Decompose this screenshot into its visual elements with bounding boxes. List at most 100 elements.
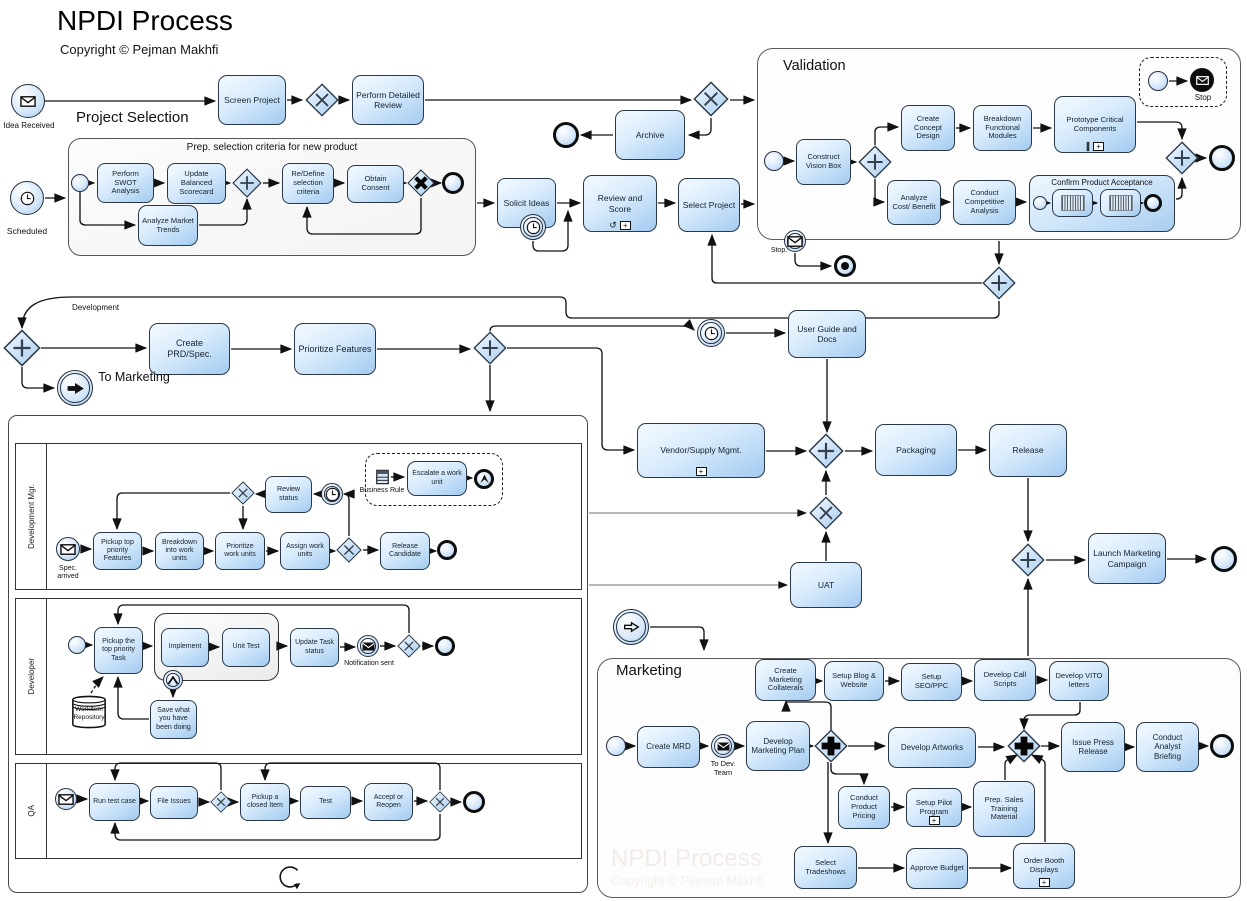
task-prioritize-work-units-label: Prioritize work units (224, 542, 256, 558)
task-packaging: Packaging (875, 424, 957, 476)
task-user-guide-and-docs: User Guide and Docs (788, 310, 866, 358)
task-uat: UAT (790, 562, 862, 608)
business-rule-icon (376, 469, 389, 485)
task-review-and-score: Review and Score↺+ (583, 175, 657, 232)
event-prep-start (71, 174, 89, 192)
task-create-prd-spec-label: Create PRD/Spec. (167, 338, 212, 359)
label-prep-title-text: Prep. selection criteria for new product (186, 142, 358, 153)
task-breakdown-functional-modules-label: Breakdown Functional Modules (983, 113, 1022, 141)
task-assign-work-units: Assign work units (280, 532, 330, 570)
label-stop-boundary-text: Stop. (770, 247, 788, 254)
task-prototype-critical-components: Prototype Critical Components∥+ (1054, 96, 1136, 153)
task-confirm-step-1-hatch-pattern (1060, 195, 1085, 211)
clock-icon (704, 326, 719, 341)
esc-icon (479, 474, 490, 484)
task-prototype-critical-components-markers: ∥+ (1055, 142, 1135, 151)
task-update-balanced-scorecard: Update Balanced Scorecard (167, 163, 226, 204)
gateway-development-right (473, 331, 507, 365)
task-analyze-cost-benefit: Analyze Cost/ Benefit (887, 180, 941, 225)
task-create-marketing-collaterals-label: Create Marketing Collaterals (767, 665, 804, 693)
task-packaging-label: Packaging (896, 444, 936, 455)
label-project-selection-text: Project Selection (76, 109, 189, 126)
task-perform-detailed-review: Perform Detailed Review (352, 75, 424, 125)
task-run-test-case: Run test case (89, 783, 140, 821)
event-stop-dash-start (1148, 71, 1168, 91)
task-screen-project-label: Screen Project (224, 94, 280, 105)
task-pickup-a-closed-item: Pickup a closed Item (240, 783, 290, 821)
event-archive-end (553, 122, 579, 148)
task-conduct-competitive-analysis: Conduct Competitive Analysis (953, 180, 1016, 225)
task-setup-pilot-program-label: Setup Pilot Program (915, 797, 953, 816)
task-confirm-step-1 (1052, 189, 1093, 217)
task-create-concept-design: Create Concept Design (901, 105, 955, 151)
msgdark-icon (361, 642, 375, 651)
task-escalate-a-work-unit: Escalate a work unit (407, 461, 467, 496)
gateway-packaging-join (808, 433, 844, 469)
task-pickup-top-priority-features: Pickup top priority Features (93, 532, 142, 570)
task-prep-sales-training-material: Prep. Sales Training Material (973, 781, 1035, 837)
msgdark-icon (716, 742, 730, 751)
task-review-status: Review status (265, 476, 312, 513)
msgw-icon (1195, 75, 1209, 85)
task-prep-sales-training-material-label: Prep. Sales Training Material (984, 794, 1024, 822)
event-to-dev-team-message (711, 734, 735, 758)
task-develop-vito-letters-label: Develop VITO letters (1055, 671, 1103, 689)
task-assign-work-units-label: Assign work units (286, 542, 324, 558)
label-stop-dash: Stop (1188, 93, 1218, 103)
task-launch-marketing-campaign: Launch Marketing Campaign (1088, 533, 1166, 584)
label-spec-arrived: Spec. arrived (48, 565, 88, 582)
subprocess-plus-icon: + (1093, 142, 1105, 151)
gateway-marketing-split (814, 729, 848, 763)
event-developer-start (68, 636, 86, 654)
escalation-dashed-box (365, 453, 503, 506)
task-prioritize-features-label: Prioritize Features (298, 343, 372, 354)
linkfill-icon (66, 382, 85, 395)
task-perform-swot: Perform SWOT Analysis (97, 163, 154, 203)
gateway-uat-merge (809, 496, 843, 530)
label-development-text: Development (72, 303, 120, 312)
task-setup-seo-ppc: Setup SEO/PPC (901, 663, 962, 701)
task-setup-seo-ppc-label: Setup SEO/PPC (914, 672, 949, 690)
label-development: Development (72, 303, 152, 313)
gateway-lane1-review (231, 481, 255, 505)
msg-icon (787, 235, 803, 247)
business-rule-event (376, 469, 389, 490)
task-order-booth-displays-markers: + (1014, 878, 1074, 887)
task-perform-swot-label: Perform SWOT Analysis (111, 168, 140, 196)
subprocess-plus-icon: + (695, 467, 707, 476)
task-pickup-the-top-priority-task: Pickup the top priority Task (94, 627, 143, 674)
task-obtain-consent-label: Obtain Consent (361, 174, 390, 192)
task-issue-press-release-label: Issue Press Release (1072, 737, 1114, 756)
task-file-issues-label: File Issues (157, 798, 191, 806)
task-approve-budget: Approve Budget (906, 848, 968, 889)
task-prioritize-work-units: Prioritize work units (215, 532, 265, 570)
task-breakdown-functional-modules: Breakdown Functional Modules (973, 105, 1032, 151)
task-order-booth-displays-label: Order Booth Displays (1023, 856, 1065, 874)
task-update-balanced-scorecard-label: Update Balanced Scorecard (179, 169, 214, 196)
diagram-copyright: Copyright © Pejman Makhfi (60, 42, 219, 57)
label-scheduled-text: Scheduled (6, 226, 48, 236)
task-develop-marketing-plan-label: Develop Marketing Plan (751, 736, 805, 755)
event-marketing-start (606, 736, 626, 756)
task-obtain-consent: Obtain Consent (347, 165, 404, 203)
event-validation-end (1209, 145, 1235, 171)
task-test-label: Test (319, 798, 332, 806)
task-analyze-market-trends: Analyze Market Trends (138, 205, 198, 246)
event-marketing-end (1210, 734, 1234, 758)
datastore-icon (72, 695, 106, 729)
link-icon (623, 621, 640, 633)
flow-link-to-marketing (650, 626, 709, 652)
task-file-issues: File Issues (150, 786, 198, 819)
event-to-marketing-link (57, 370, 93, 406)
event-lane1-timer-inner-ring (324, 486, 340, 502)
task-analyze-cost-benefit-label: Analyze Cost/ Benefit (892, 192, 936, 211)
event-prep-end (442, 172, 464, 194)
validation-stop-dashed-box (1139, 57, 1227, 107)
task-test: Test (300, 786, 351, 819)
gateway-validation-join (1165, 141, 1199, 175)
event-marketing-link-inner-ring (616, 612, 646, 642)
gateway-development-left (3, 329, 41, 367)
label-validation: Validation (783, 58, 893, 75)
task-construct-vision-box-label: Construct Vision Box (805, 152, 842, 170)
clock-icon (526, 220, 541, 235)
